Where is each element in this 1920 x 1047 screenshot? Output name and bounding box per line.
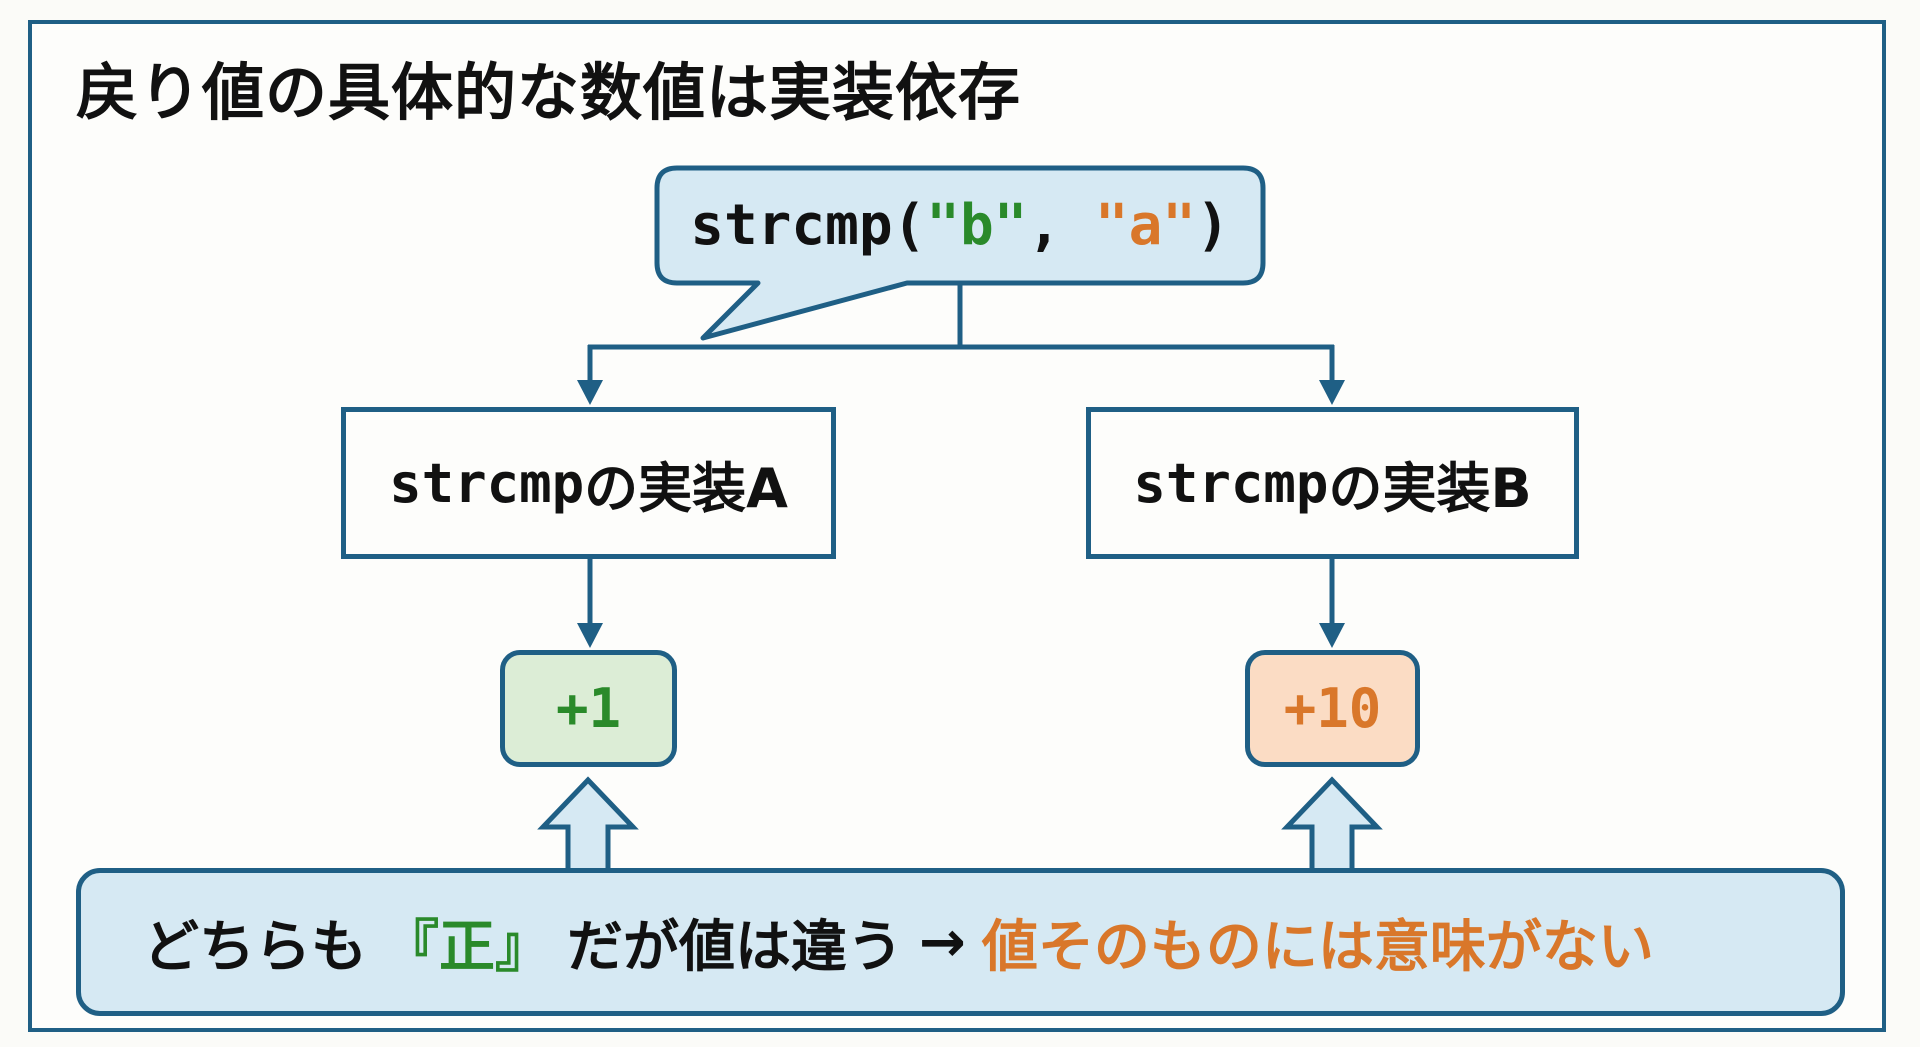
call-separator: ,	[1027, 193, 1095, 258]
impl-a-label: の実装A	[584, 456, 788, 520]
impl-b-label: の実装B	[1328, 456, 1532, 520]
arrowhead-result-a-icon	[577, 623, 603, 648]
result-a-badge: +1	[500, 650, 677, 767]
conclusion-part2: だが値は違う	[567, 914, 903, 980]
slide-title: 戻り値の具体的な数値は実装依存	[76, 56, 1022, 129]
right-arrow-icon: →	[919, 909, 966, 975]
call-prefix: strcmp(	[690, 193, 927, 258]
call-suffix: )	[1196, 193, 1230, 258]
function-call: strcmp("b", "a")	[657, 168, 1263, 283]
impl-a-func-name: strcmp	[389, 451, 585, 515]
conclusion-emphasis: 値そのものには意味がない	[981, 914, 1654, 980]
arrowhead-result-b-icon	[1319, 623, 1345, 648]
arrowhead-impl-b-icon	[1319, 380, 1345, 405]
conclusion-highlight-positive: 『正』	[383, 914, 551, 980]
call-arg-a: "a"	[1094, 193, 1197, 258]
arrowhead-impl-a-icon	[577, 380, 603, 405]
impl-b-func-name: strcmp	[1133, 451, 1329, 515]
conclusion-banner: どちらも 『正』 だが値は違う → 値そのものには意味がない	[76, 868, 1845, 1016]
call-arg-b: "b"	[926, 193, 1028, 258]
block-arrow-up-a-icon	[537, 776, 639, 872]
result-b-badge: +10	[1245, 650, 1420, 767]
call-speech-bubble	[654, 165, 1266, 341]
block-arrow-up-b-icon	[1281, 776, 1383, 872]
conclusion-part1: どちらも	[143, 914, 367, 980]
